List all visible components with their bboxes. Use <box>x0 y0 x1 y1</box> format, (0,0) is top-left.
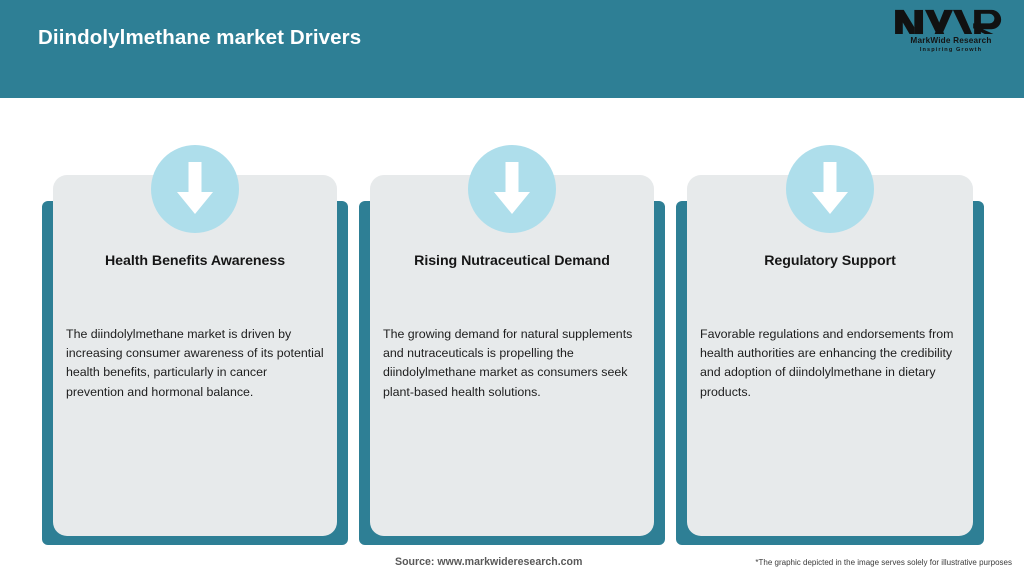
source-note: Source: www.markwideresearch.com <box>395 556 583 568</box>
card-body-text: Favorable regulations and endorsements f… <box>700 327 954 399</box>
card-body-text: The growing demand for natural supplemen… <box>383 327 633 399</box>
page-title: Diindolylmethane market Drivers <box>38 26 362 49</box>
disclaimer-note: *The graphic depicted in the image serve… <box>755 558 1012 567</box>
logo-tagline: Inspiring Growth <box>919 47 983 53</box>
card-title: Rising Nutraceutical Demand <box>414 253 610 269</box>
arrow-down-icon <box>468 145 556 233</box>
markwide-research-logo: MarkWide Research Inspiring Growth <box>892 8 1010 56</box>
card-panel <box>53 175 337 536</box>
arrow-down-icon <box>151 145 239 233</box>
card-title: Regulatory Support <box>764 253 896 269</box>
driver-card[interactable]: Health Benefits Awareness The diindolylm… <box>42 145 348 545</box>
card-panel <box>687 175 973 536</box>
card-body-text: The diindolylmethane market is driven by… <box>66 327 324 399</box>
card-panel <box>370 175 654 536</box>
arrow-down-icon <box>786 145 874 233</box>
driver-card[interactable]: Rising Nutraceutical Demand The growing … <box>359 145 665 545</box>
driver-card[interactable]: Regulatory Support Favorable regulations… <box>676 145 984 545</box>
logo-company-name: MarkWide Research <box>910 36 992 45</box>
header-bar: Diindolylmethane market Drivers <box>0 0 1024 98</box>
mwr-monogram-icon <box>895 9 1002 35</box>
card-title: Health Benefits Awareness <box>104 253 286 269</box>
